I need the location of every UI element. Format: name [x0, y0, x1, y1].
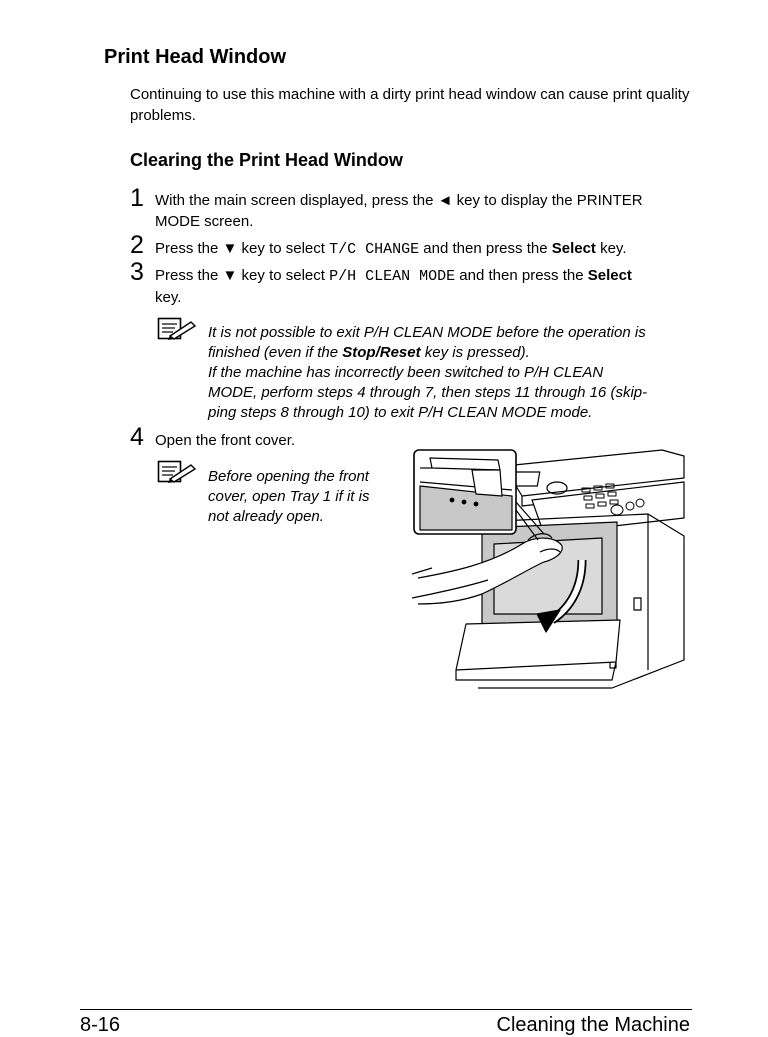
step-number: 4 — [130, 423, 144, 451]
step-number: 2 — [130, 231, 144, 259]
down-arrow-key-icon: ▼ — [222, 267, 238, 284]
step-text: With the main screen displayed, press th… — [155, 192, 643, 230]
chapter-title: Cleaning the Machine — [496, 1014, 690, 1036]
left-arrow-key-icon: ◄ — [437, 192, 453, 209]
printer-front-cover-illustration — [412, 449, 685, 689]
note-text: Before opening the front cover, open Tra… — [208, 468, 370, 525]
step-number: 1 — [130, 184, 144, 212]
step-text: Open the front cover. — [155, 432, 296, 449]
step-number: 3 — [130, 258, 144, 286]
display-mode-text: P/H CLEAN MODE — [329, 268, 456, 285]
subsection-title: Clearing the Print Head Window — [130, 150, 403, 170]
step-text: Press the ▼ key to select P/H CLEAN MODE… — [155, 267, 632, 306]
display-mode-text: T/C CHANGE — [329, 241, 420, 258]
down-arrow-key-icon: ▼ — [222, 240, 238, 257]
page-number: 8-16 — [80, 1014, 121, 1036]
note-pencil-icon — [157, 317, 197, 340]
step-text: Press the ▼ key to select T/C CHANGE and… — [155, 240, 627, 258]
footer-rule — [80, 1009, 692, 1010]
section-title: Print Head Window — [104, 46, 287, 68]
note-text: It is not possible to exit P/H CLEAN MOD… — [208, 324, 648, 421]
intro-paragraph: Continuing to use this machine with a di… — [130, 86, 690, 124]
note-pencil-icon — [157, 460, 197, 483]
